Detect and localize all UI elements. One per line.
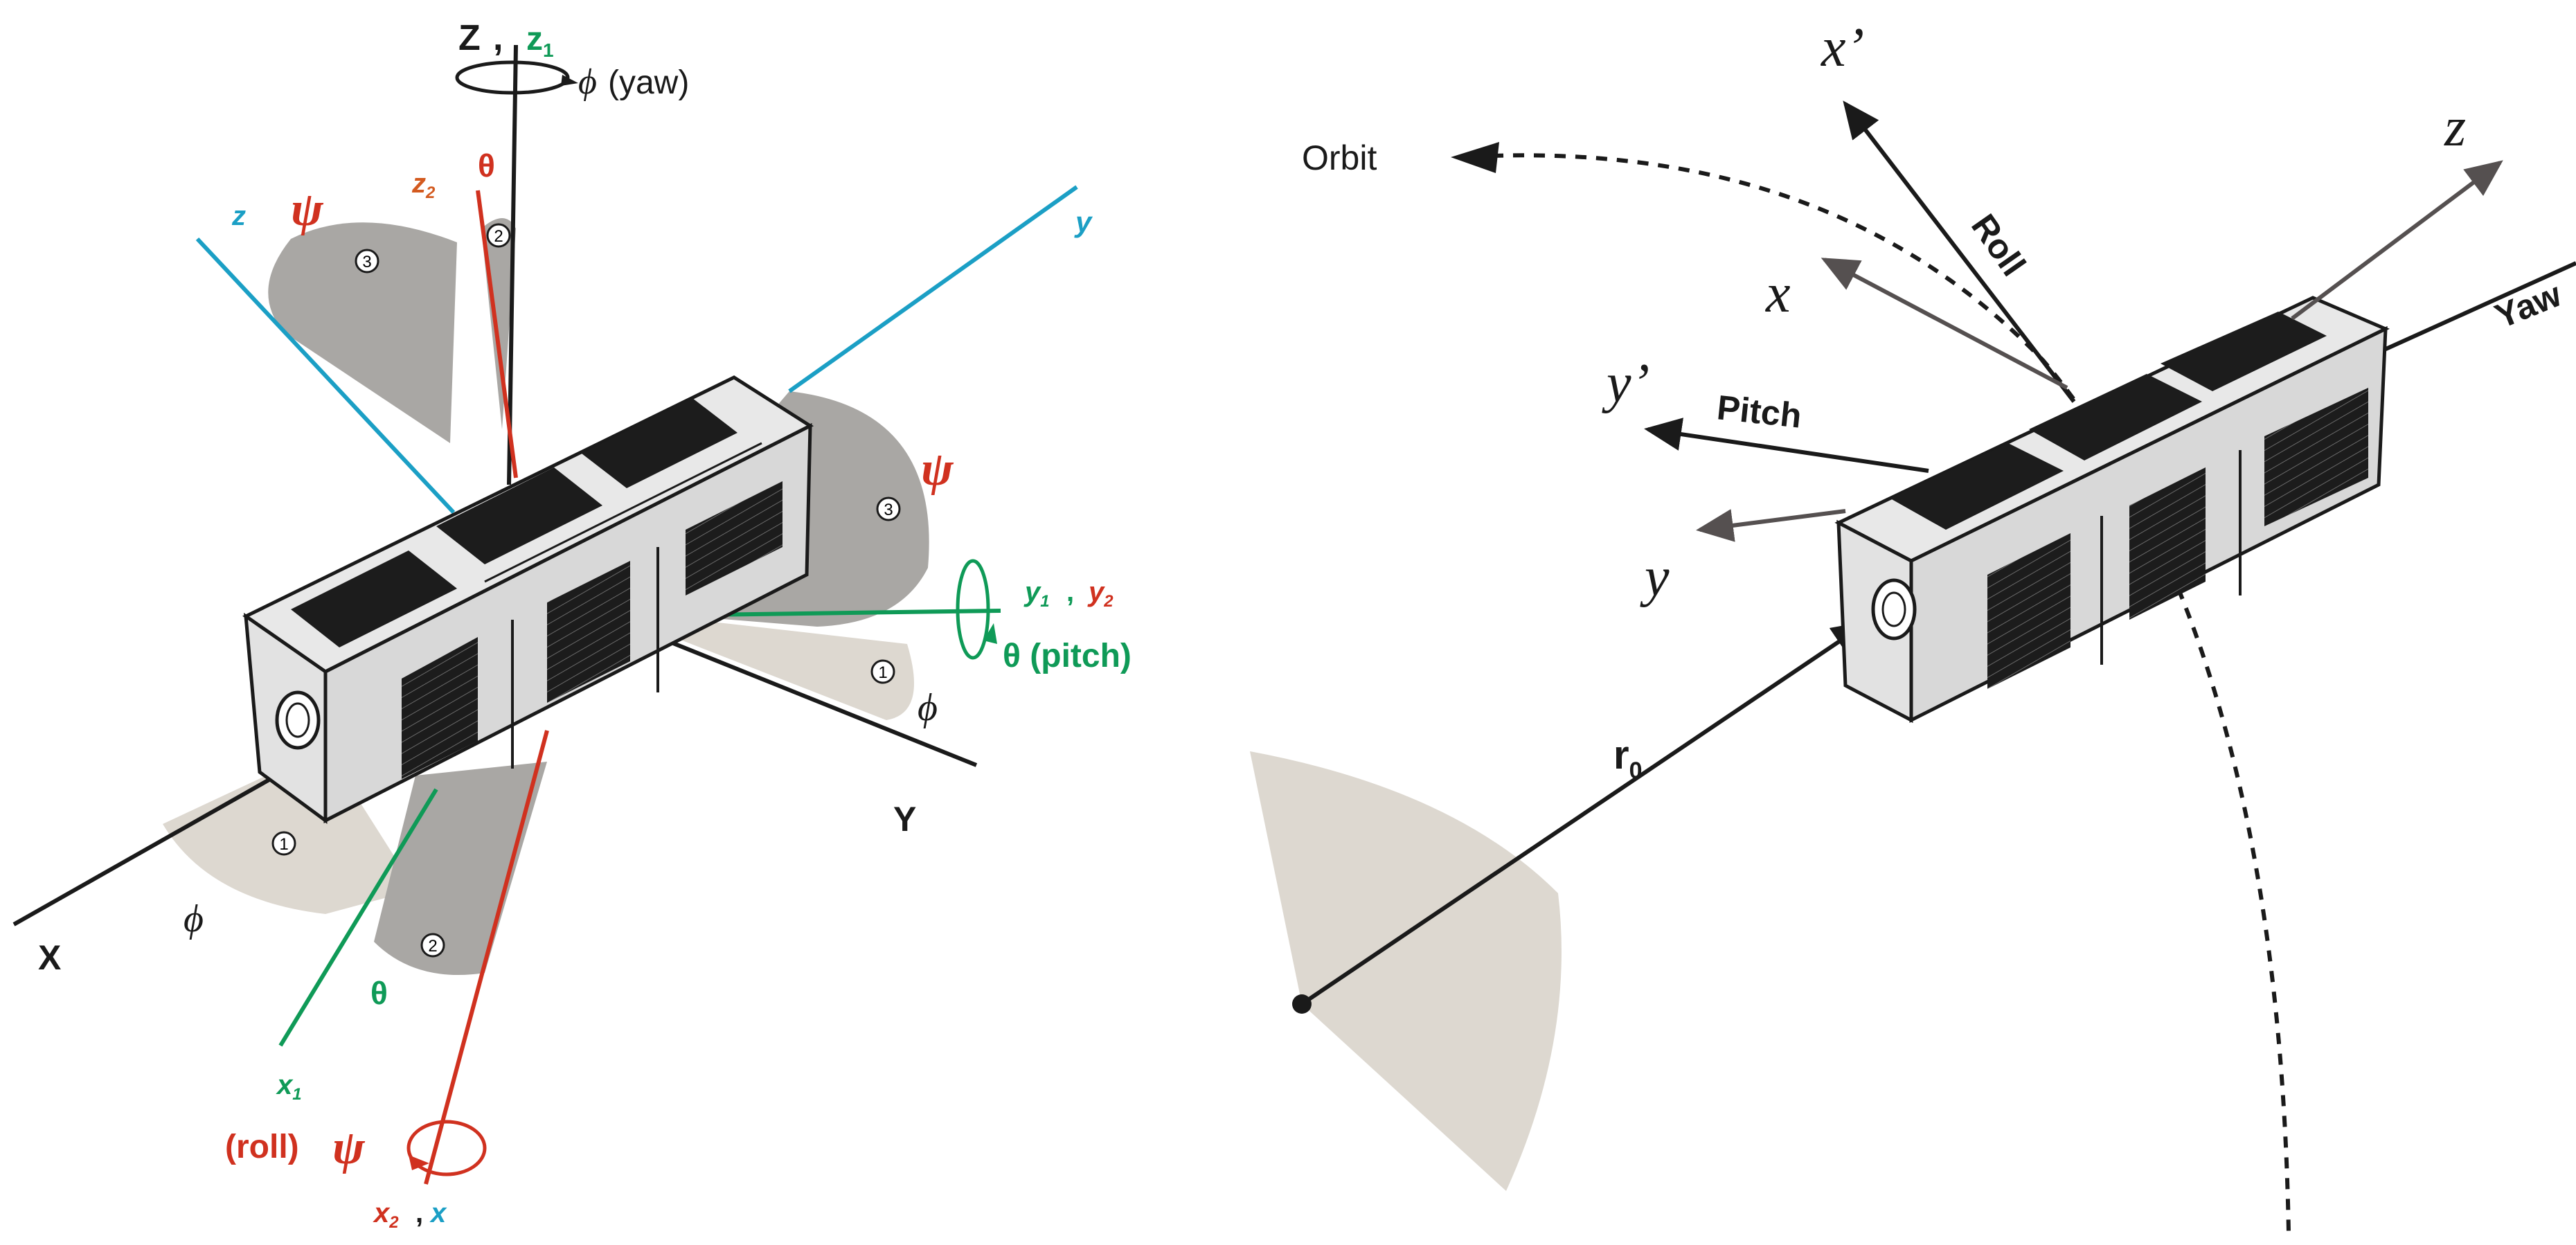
sector-phi-left: [163, 748, 415, 914]
label-y: y: [1074, 206, 1093, 238]
label-x-right: x: [1765, 263, 1791, 324]
roll-rotation-arrow: [406, 1120, 487, 1176]
yaw-axis: [2360, 261, 2576, 362]
label-psi-roll: ψ: [332, 1121, 366, 1174]
axis-x1: [278, 788, 438, 1047]
cubesat-right: [1834, 296, 2390, 724]
label-Y: Y: [893, 800, 916, 839]
svg-text:2: 2: [494, 227, 503, 246]
yaw-rotation-arrow: [455, 60, 570, 95]
axis-z2: [476, 190, 518, 478]
right-panel: Orbit x’ z Roll x Yaw y’ Pitch y r0: [1250, 17, 2576, 1233]
label-pitch: Pitch: [1715, 388, 1803, 435]
label-y2: y2: [1087, 577, 1113, 611]
axis-y: [1696, 509, 1846, 542]
axis-z: [2291, 160, 2503, 321]
label-z2: z2: [411, 168, 436, 202]
label-theta-top: θ: [478, 147, 495, 183]
marker-2-top: 2: [486, 223, 511, 248]
label-y1-y2-comma: ,: [1066, 577, 1074, 607]
label-x1: x1: [276, 1070, 302, 1104]
axis-y: [788, 185, 1078, 393]
marker-2-bottom: 2: [420, 933, 445, 958]
label-x: x: [429, 1198, 447, 1228]
axis-y-prime: [1644, 418, 1929, 473]
label-x-prime: x’: [1821, 17, 1864, 78]
svg-text:2: 2: [428, 937, 437, 956]
label-X: X: [38, 938, 61, 977]
label-y1: y1: [1023, 577, 1050, 611]
r0-vector: [1300, 620, 1870, 1006]
label-yaw: Yaw: [2489, 275, 2566, 336]
label-x2: x2: [373, 1198, 399, 1232]
label-Z: Z: [458, 18, 481, 58]
label-psi-right: ψ: [921, 442, 954, 496]
axis-Y: [622, 621, 978, 767]
axis-x: [1821, 258, 2068, 390]
label-yaw: (yaw): [608, 64, 689, 101]
label-theta-bottom: θ: [370, 975, 388, 1011]
svg-text:1: 1: [279, 835, 288, 854]
axis-x2: [424, 730, 549, 1185]
label-z: z: [231, 201, 246, 231]
label-phi-left: ϕ: [184, 897, 204, 940]
label-orbit: Orbit: [1302, 138, 1377, 177]
label-Z-comma: ,: [493, 18, 503, 58]
sector-theta-bottom: [374, 762, 547, 975]
svg-text:3: 3: [362, 253, 371, 271]
label-r0: r0: [1613, 733, 1643, 784]
axis-Z: [507, 44, 518, 485]
axis-x-prime: [1843, 100, 2076, 403]
cubesat-left: [242, 375, 814, 824]
marker-3-top: 3: [355, 249, 379, 274]
marker-1-right: 1: [870, 659, 895, 684]
label-psi-top: ψ: [291, 183, 324, 236]
label-z1: z1: [526, 21, 554, 61]
sector-r0: [1250, 751, 1562, 1191]
label-phi-yaw-symbol: ϕ: [578, 62, 597, 102]
svg-text:3: 3: [884, 501, 893, 519]
left-panel: 3 2 3 1 1 2 Z , z1 ϕ (yaw) θ z2 ψ z: [12, 18, 1132, 1232]
label-y-prime: y’: [1602, 353, 1649, 414]
axis-z: [195, 237, 456, 514]
label-phi-right: ϕ: [918, 686, 938, 729]
label-theta-pitch: θ (pitch): [1003, 638, 1132, 674]
marker-3-right: 3: [876, 496, 901, 521]
marker-1-left: 1: [271, 831, 296, 856]
label-roll: (roll): [225, 1129, 299, 1165]
label-z-right: z: [2444, 97, 2466, 158]
svg-text:1: 1: [878, 663, 887, 682]
label-y-right: y: [1640, 547, 1670, 608]
label-x2-x-comma: ,: [415, 1198, 423, 1228]
sector-psi-top: [268, 222, 457, 443]
pitch-rotation-arrow: [956, 559, 990, 660]
